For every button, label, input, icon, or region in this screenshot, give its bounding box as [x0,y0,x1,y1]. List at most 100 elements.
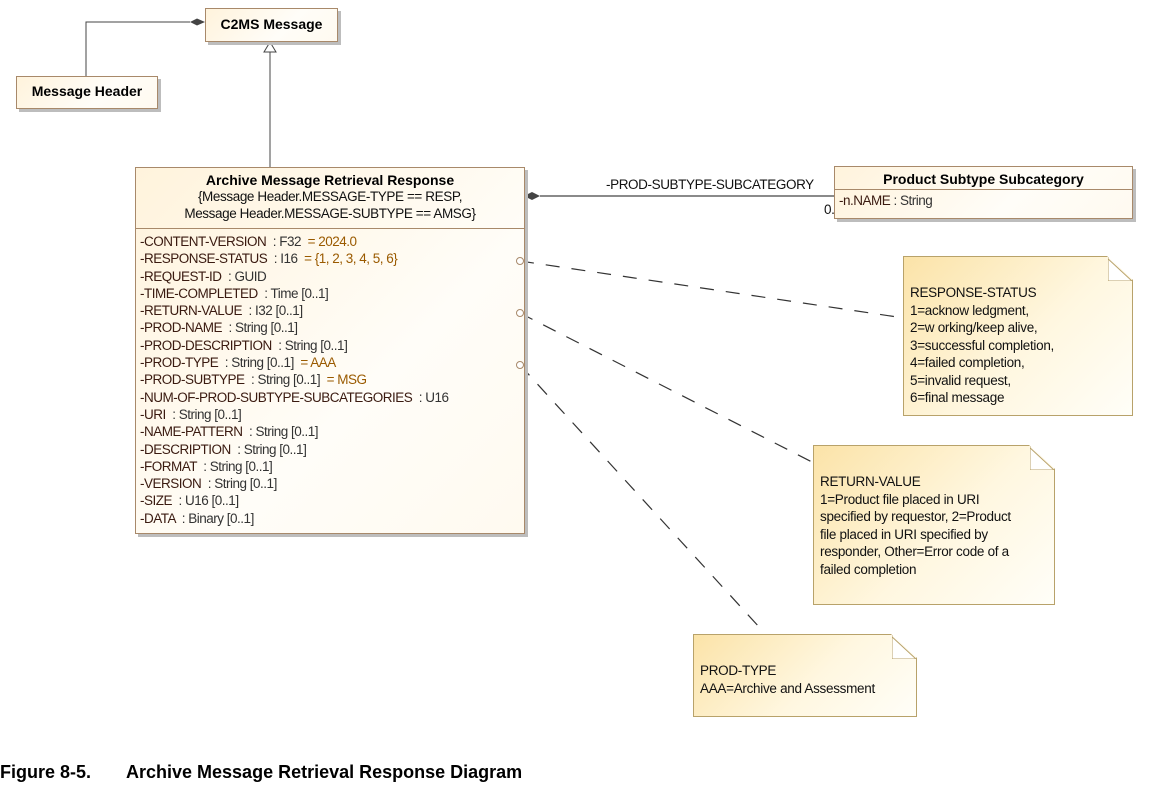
attribute: -PROD-NAME : String [0..1] [140,319,520,336]
class-name: C2MS Message [220,16,323,32]
attribute-type: : I32 [0..1] [248,303,304,319]
attribute-type: : String [0..1] [228,320,299,336]
attribute-name: -PROD-SUBTYPE [140,372,245,388]
note-line: failed completion [820,561,917,577]
attribute-type: : U16 [0..1] [178,493,240,509]
class-product-subtype-subcategory[interactable]: Product Subtype Subcategory -n.NAME : St… [834,166,1133,219]
note-line: file placed in URI specified by [820,526,988,542]
note-response-status[interactable]: RESPONSE-STATUS 1=acknow ledgment, 2=w ork… [903,256,1133,416]
attribute-name: -NAME-PATTERN [140,424,243,440]
composition-diamond-subcategory [524,192,540,200]
note-line: 1=Product file placed in URI [820,491,980,507]
attribute: -DATA : Binary [0..1] [140,510,520,527]
class-c2ms-message[interactable]: C2MS Message [205,8,338,42]
attribute-name: -PROD-NAME [140,320,223,336]
figure-number: Figure 8-5. [0,762,92,782]
class-message-header[interactable]: Message Header [16,76,158,109]
attribute-name: -NUM-OF-PROD-SUBTYPE-SUBCATEGORIES [140,389,413,405]
note-link-prod-type [519,364,761,629]
attribute-value: = MSG [326,372,367,388]
attribute-type: : I16 [273,251,298,267]
attribute: -FORMAT : String [0..1] [140,458,520,475]
attribute: -n.NAME : String [839,193,933,208]
attribute-type: : F32 [272,234,302,249]
note-link-response-status [519,260,905,319]
attribute-name: -URI [140,406,166,422]
attribute-type: : String [0..1] [249,424,319,440]
attribute: -PROD-DESCRIPTION : String [0..1] [140,337,520,354]
attribute-name: -PROD-DESCRIPTION [140,337,272,353]
figure-caption: Figure 8-5. Archive Message Retrieval Res… [0,762,522,783]
class-constraint-line: {Message Header.MESSAGE-TYPE == RESP, [197,189,463,204]
class-header: Archive Message Retrieval Response {Mess… [136,168,524,229]
attribute: -NAME-PATTERN : String [0..1] [140,423,520,440]
attribute-name: -DATA [140,510,176,526]
attribute-type: : String [0..1] [224,355,295,371]
note-line: RESPONSE-STATUS [910,285,1037,300]
note-line: 2=w orking/keep alive, [910,320,1038,335]
class-constraint-line: Message Header.MESSAGE-SUBTYPE == AMSG} [184,206,476,221]
attribute: -URI : String [0..1] [140,406,520,423]
note-text: PROD-TYPE AAA=Archive and Assessment [700,662,910,697]
note-fold-icon [1108,257,1132,281]
attribute-name: -RESPONSE-STATUS [140,251,268,267]
note-line: 4=failed completion, [910,355,1025,370]
attribute-compartment: -n.NAME : String [835,190,1132,211]
attribute-type: : Binary [0..1] [181,510,255,526]
attribute-type: : String [0..1] [203,458,273,474]
note-prod-type[interactable]: PROD-TYPE AAA=Archive and Assessment [693,634,917,717]
attribute: -CONTENT-VERSION : F32 = 2024.0 [140,233,520,250]
attribute-name: -RETURN-VALUE [140,303,243,319]
class-archive-message-retrieval-response[interactable]: Archive Message Retrieval Response {Mess… [135,167,525,534]
attribute: -PROD-TYPE : String [0..1] = AAA [140,354,520,371]
attribute: -PROD-SUBTYPE : String [0..1] = MSG [140,371,520,388]
attribute-name: -CONTENT-VERSION [140,234,267,249]
figure-title: Archive Message Retrieval Response Diagr… [126,762,523,782]
attribute: -TIME-COMPLETED : Time [0..1] [140,285,520,302]
note-fold-icon [1030,446,1054,470]
attribute-type: : String [0..1] [172,406,242,422]
attribute-name: -DESCRIPTION [140,441,231,457]
attribute-type: : String [0..1] [251,372,321,388]
attribute-type: : String [0..1] [237,441,307,457]
note-line: PROD-TYPE [700,663,777,678]
composition-line-header [85,21,190,76]
note-line: responder, Other=Error code of a [820,544,1009,559]
attribute: -VERSION : String [0..1] [140,475,520,492]
attribute-type: : Time [0..1] [264,285,329,301]
attribute: -NUM-OF-PROD-SUBTYPE-SUBCATEGORIES : U16 [140,389,520,406]
note-fold-icon [892,635,916,659]
note-line: 1=acknow ledgment, [910,302,1029,318]
note-line: AAA=Archive and Assessment [700,680,875,696]
attribute: -RETURN-VALUE : I32 [0..1] [140,302,520,319]
attribute-type: : String [0..1] [207,476,278,492]
note-text: RESPONSE-STATUS 1=acknow ledgment, 2=w ork… [910,284,1126,407]
class-name: Product Subtype Subcategory [835,167,1132,190]
generalization-arrowhead [263,41,277,53]
note-link-return-value [519,312,815,464]
note-line: 3=successful completion, [910,337,1055,353]
attribute: -REQUEST-ID : GUID [140,268,520,285]
attribute: -DESCRIPTION : String [0..1] [140,441,520,458]
attribute-value: = {1, 2, 3, 4, 5, 6} [304,251,398,267]
composition-diamond-header [190,18,205,26]
attribute: -RESPONSE-STATUS : I16 = {1, 2, 3, 4, 5,… [140,250,520,267]
attribute-value: = 2024.0 [307,234,357,249]
class-name: Archive Message Retrieval Response [205,172,455,188]
attribute-type: : U16 [418,389,449,405]
class-name: Message Header [31,83,143,99]
note-line: 6=final message [910,390,1005,405]
attribute-type: : GUID [228,268,267,284]
note-line: specified by requestor, 2=Product [820,509,1011,524]
attribute: -SIZE : U16 [0..1] [140,492,520,509]
attribute-name: -REQUEST-ID [140,268,222,284]
attribute-name: -FORMAT [140,458,197,474]
association-role-label: -PROD-SUBTYPE-SUBCATEGORY [606,177,814,192]
note-line: 5=invalid request, [910,372,1011,388]
attribute-compartment: -CONTENT-VERSION : F32 = 2024.0-RESPONSE… [136,229,524,531]
attribute-name: -VERSION [140,476,202,492]
attribute-name: -PROD-TYPE [140,355,219,371]
